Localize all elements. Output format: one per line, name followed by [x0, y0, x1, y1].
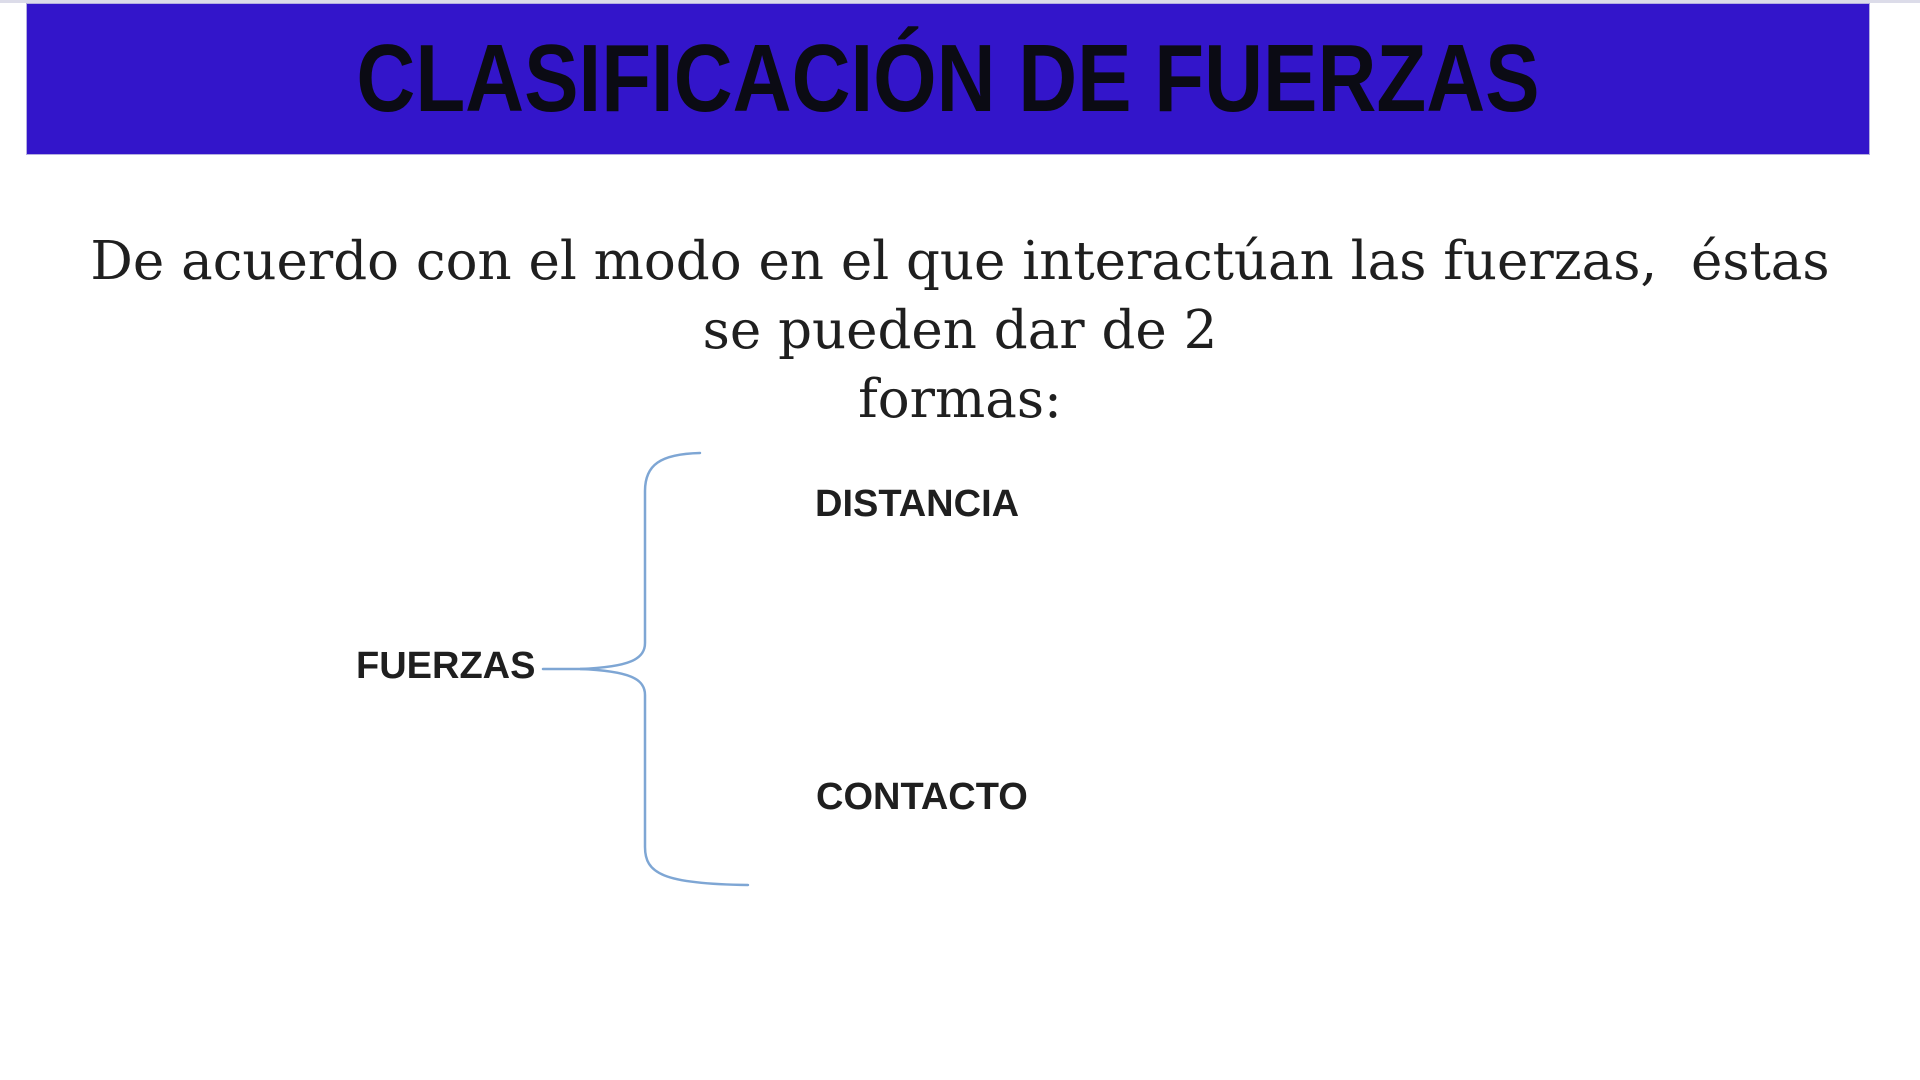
diagram-root-label: FUERZAS [356, 645, 536, 687]
intro-line-2: formas: [858, 368, 1062, 430]
intro-line-1: De acuerdo con el modo en el que interac… [90, 231, 1847, 361]
diagram-branch-label-distancia: DISTANCIA [815, 483, 1020, 525]
diagram-branch-label-contacto: CONTACTO [816, 776, 1028, 818]
slide-title: CLASIFICACIÓN DE FUERZAS [356, 25, 1540, 132]
intro-paragraph: De acuerdo con el modo en el que interac… [60, 228, 1860, 435]
title-banner: CLASIFICACIÓN DE FUERZAS [26, 3, 1870, 155]
brace-path [579, 451, 750, 887]
window-top-edge [0, 0, 1920, 3]
curly-brace-shape [541, 451, 750, 887]
